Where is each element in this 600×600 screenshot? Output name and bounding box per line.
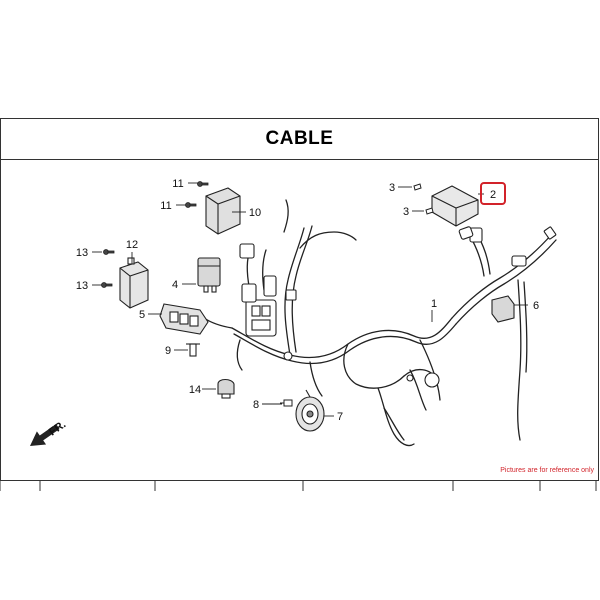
callout-11-lower: 11 — [160, 200, 171, 212]
callout-10: 10 — [249, 207, 261, 219]
highlight-box — [480, 182, 506, 205]
callout-leaders — [92, 182, 528, 417]
callout-7: 7 — [337, 411, 343, 423]
part-8-bolt — [280, 399, 293, 407]
part-5-fuse-box — [159, 303, 209, 335]
callout-14: 14 — [189, 384, 201, 396]
callout-2: 2 — [490, 189, 496, 201]
part-12-regulator — [119, 257, 149, 309]
part-4-relay — [197, 257, 221, 293]
part-10-relay — [205, 187, 241, 235]
callout-11-upper: 11 — [172, 178, 183, 190]
callout-8: 8 — [253, 399, 259, 411]
disclaimer: Pictures are for reference only — [500, 467, 594, 474]
title-bar: CABLE — [1, 119, 598, 160]
part-9-sensor — [186, 343, 200, 357]
callout-6: 6 — [533, 300, 539, 312]
part-6-connector — [491, 295, 515, 323]
part-2-module — [431, 185, 479, 240]
callout-4: 4 — [172, 279, 178, 291]
bottom-ruler — [0, 481, 597, 491]
callout-9: 9 — [165, 345, 171, 357]
part-7-horn — [295, 389, 325, 432]
callout-3-lower: 3 — [403, 206, 409, 218]
diagram-title: CABLE — [265, 128, 334, 149]
callout-1: 1 — [431, 298, 437, 310]
part-11-screws — [185, 181, 209, 208]
parts-diagram-frame: CABLE — [0, 118, 599, 481]
front-direction-arrow — [30, 424, 60, 446]
callout-13-lower: 13 — [76, 280, 88, 292]
callout-3-upper: 3 — [389, 182, 395, 194]
harness-connector-block — [239, 226, 557, 388]
part-13-screws — [101, 249, 115, 288]
callout-5: 5 — [139, 309, 145, 321]
part-3-bolts — [413, 183, 434, 215]
callout-13-upper: 13 — [76, 247, 88, 259]
part-14-switch — [217, 378, 235, 399]
callout-12: 12 — [126, 239, 138, 251]
